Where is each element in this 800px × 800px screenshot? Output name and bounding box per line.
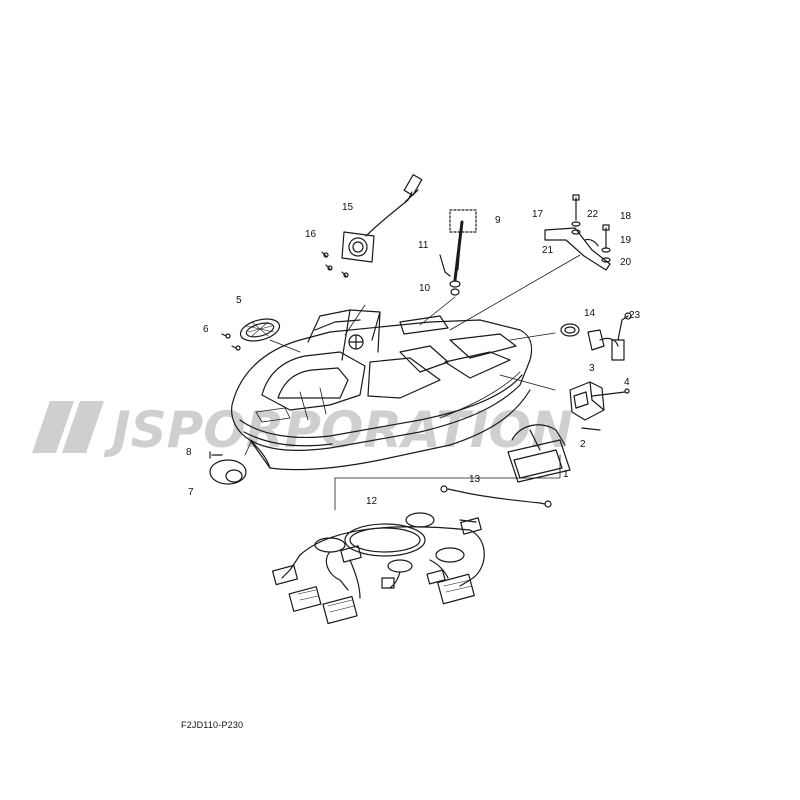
part-15-gauge [321,174,423,278]
callout-17: 17 [532,209,544,220]
callout-11: 11 [418,240,429,251]
callout-5: 5 [236,295,242,306]
part-3-relay [569,381,630,421]
callout-10: 10 [419,283,431,294]
part-14-grommet [560,323,580,337]
callout-6: 6 [203,324,209,335]
callout-20: 20 [620,257,632,268]
part-12-harness [271,512,485,625]
callout-12: 12 [366,496,378,507]
part-17-bracket [544,194,611,271]
callout-2: 2 [580,439,586,450]
callout-16: 16 [305,229,317,240]
boat-hull [231,309,533,471]
part-1-battery-tray [507,424,601,483]
callout-1: 1 [563,469,569,480]
callout-13: 13 [469,474,481,485]
part-13-cable [440,485,552,508]
callout-18: 18 [620,211,632,222]
leader-lines [244,254,581,511]
callout-23: 23 [629,310,641,321]
callout-15: 15 [342,202,354,213]
callout-9: 9 [495,215,501,226]
diagram-code: F2JD110-P230 [181,720,244,730]
part-23-sensor [587,312,632,361]
callout-3: 3 [589,363,595,374]
callout-19: 19 [620,235,632,246]
callout-21: 21 [542,245,554,256]
callout-7: 7 [188,487,194,498]
callout-14: 14 [584,308,596,319]
part-9-antenna [439,209,477,296]
callout-22: 22 [587,209,599,220]
part-7-horn [209,451,247,485]
callout-8: 8 [186,447,192,458]
part-5-speaker [221,318,281,351]
callout-4: 4 [624,377,630,388]
